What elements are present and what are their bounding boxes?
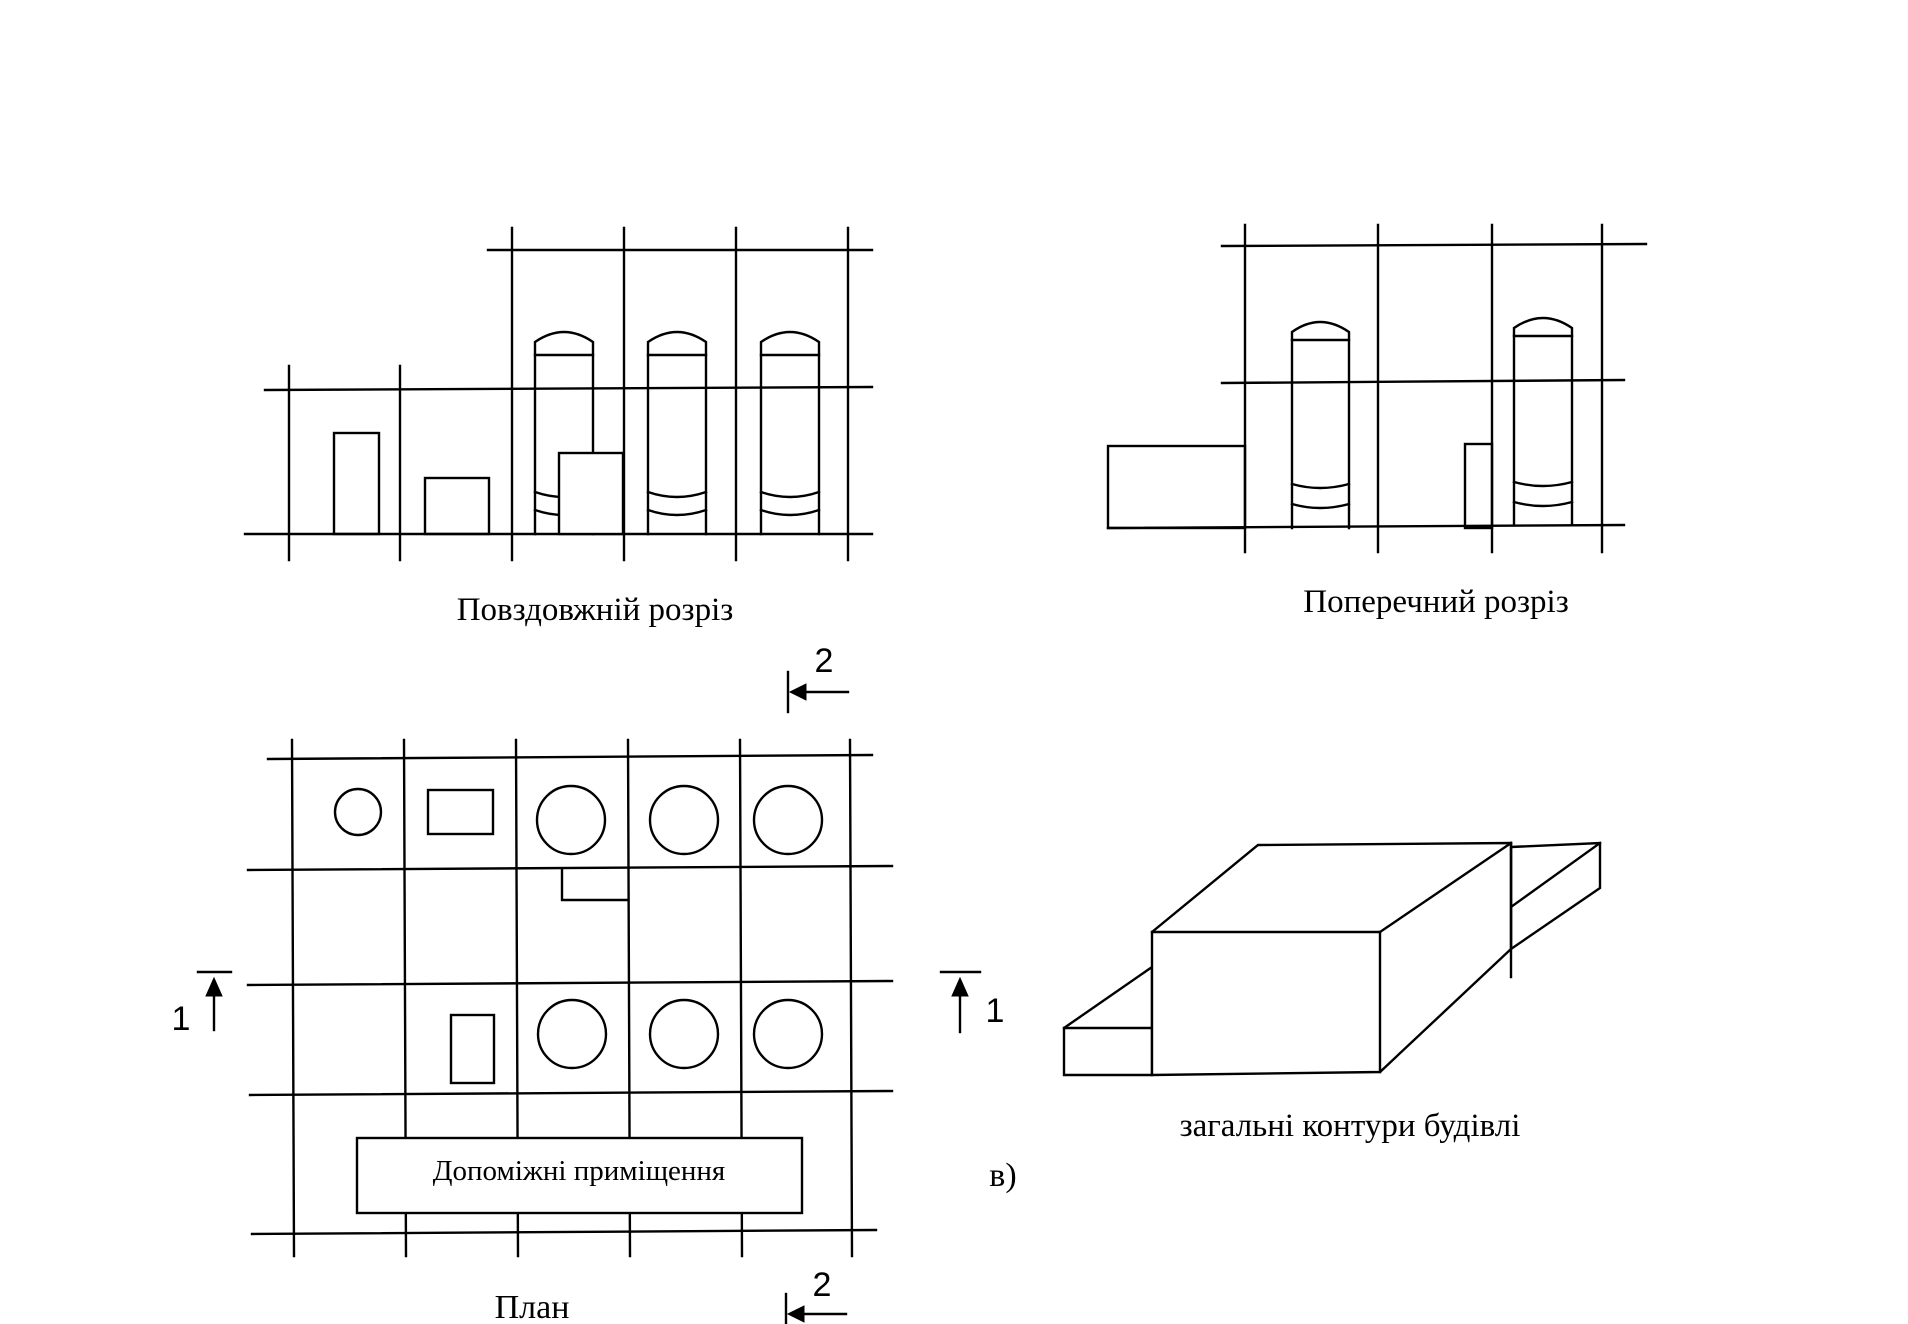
cross-section: Поперечний розріз bbox=[1106, 223, 1648, 620]
longitudinal-grid bbox=[243, 226, 874, 562]
section-mark-2-bottom-label: 2 bbox=[813, 1266, 832, 1304]
main-block bbox=[1150, 841, 1513, 1077]
auxiliary-rooms-box: Допоміжні приміщення bbox=[355, 1136, 804, 1215]
low-annex-right bbox=[1509, 841, 1602, 952]
section-mark-1-right: 1 bbox=[939, 970, 1005, 1034]
section-mark-1-left: 1 bbox=[172, 970, 233, 1038]
section-mark-2-top: 2 bbox=[786, 642, 850, 714]
section-mark-2-top-label: 2 bbox=[815, 642, 834, 680]
auxiliary-rooms-label: Допоміжні приміщення bbox=[433, 1155, 726, 1187]
cross-tank-1 bbox=[1290, 320, 1351, 530]
section-mark-2-bottom: 2 bbox=[784, 1266, 848, 1324]
longitudinal-section: Повздовжній розріз bbox=[243, 226, 874, 628]
plan-equipment bbox=[333, 784, 824, 1085]
figure-letter: в) bbox=[989, 1157, 1016, 1194]
building-isometric: загальні контури будівлі bbox=[1062, 841, 1602, 1144]
plan-caption: План bbox=[495, 1289, 570, 1324]
longitudinal-section-caption: Повздовжній розріз bbox=[457, 592, 734, 628]
tank-3 bbox=[759, 330, 821, 536]
section-mark-1-right-label: 1 bbox=[986, 992, 1005, 1030]
cross-equipment bbox=[1106, 316, 1574, 530]
tank-2 bbox=[646, 330, 708, 536]
plan-grid bbox=[246, 738, 894, 1258]
plan: Допоміжні приміщення План bbox=[246, 738, 894, 1324]
longitudinal-equipment bbox=[332, 330, 821, 536]
cross-section-caption: Поперечний розріз bbox=[1303, 584, 1569, 620]
low-annex-left bbox=[1062, 964, 1154, 1077]
general-outline-caption: загальні контури будівлі bbox=[1180, 1108, 1521, 1144]
section-mark-1-left-label: 1 bbox=[172, 1000, 191, 1038]
cross-tank-2 bbox=[1512, 316, 1574, 527]
cross-grid bbox=[1106, 223, 1648, 554]
